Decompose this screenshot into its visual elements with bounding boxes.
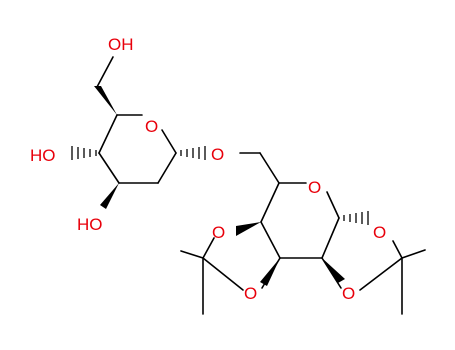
label-o-ring-right: O	[308, 178, 321, 197]
hash-c1r-o	[343, 211, 369, 225]
label-o-acetal-left-upper: O	[212, 223, 225, 242]
label-o-glycosidic: O	[211, 145, 224, 164]
label-oh-top: OH	[108, 35, 134, 54]
wedge-c2r-o	[322, 258, 345, 283]
label-o-acetal-right-lower: O	[342, 284, 355, 303]
bond-c4r-c5r	[260, 182, 280, 223]
bond-me1-left	[180, 250, 204, 259]
bond-c1r-c2r	[321, 217, 340, 259]
bond-ch2oh	[96, 56, 114, 88]
label-ho-mid: HO	[30, 146, 56, 165]
bond-cme2-o-right	[392, 240, 403, 259]
bond-o-c1	[161, 129, 177, 154]
bond-c3-c4	[98, 152, 120, 184]
wedge-c3-oh	[100, 183, 119, 209]
bond-c3r-c4r	[260, 221, 281, 259]
bond-c4-c5	[98, 114, 118, 154]
label-ho-bottom: HO	[77, 215, 103, 234]
wedge-c5-ch2	[94, 86, 117, 115]
label-o-ring-left: O	[145, 117, 158, 136]
bond-c2r-o-lower	[321, 257, 342, 289]
bond-c1-c2	[157, 152, 177, 184]
right-ring-bonds	[260, 182, 340, 259]
left-ring-bonds	[96, 56, 177, 184]
hash-c4-oh	[71, 146, 97, 160]
wedge-c4r-o	[236, 222, 261, 236]
bond-o-cme2-right	[359, 257, 403, 291]
bond-cme2-o-upper	[202, 237, 215, 259]
bond-me1-right	[401, 249, 426, 259]
hash-c1-o	[180, 146, 206, 160]
bond-o-cme2-left	[202, 257, 244, 291]
bond-or-c1r	[326, 191, 340, 219]
bond-ch2-c6	[259, 152, 280, 184]
label-o-acetal-left-lower: O	[244, 284, 257, 303]
label-o-acetal-right: O	[373, 223, 386, 242]
wedge-c3r-o	[260, 258, 280, 286]
